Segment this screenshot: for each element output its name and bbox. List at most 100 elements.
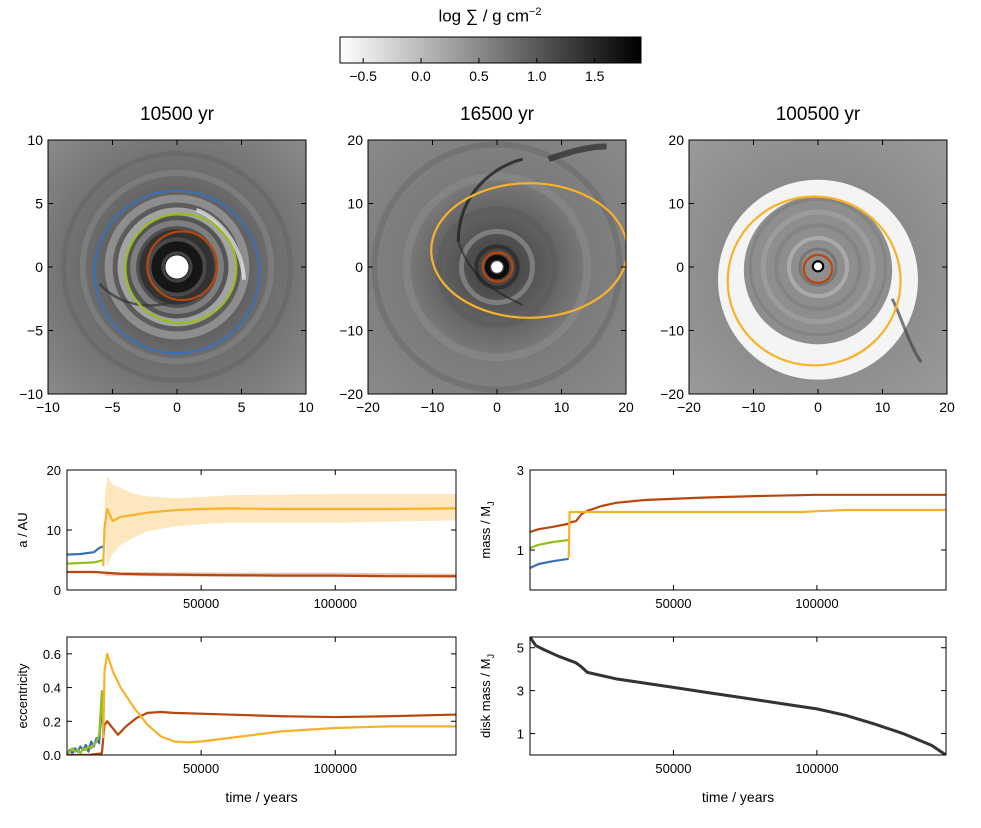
- density-ring: [130, 220, 224, 314]
- y-tick-label: −5: [27, 323, 43, 339]
- series-line: [530, 557, 569, 569]
- spiral-arm: [98, 282, 171, 307]
- x-axis-label: time / years: [702, 789, 774, 805]
- y-tick-label: 10: [27, 132, 43, 148]
- x-tick-label: 0: [173, 399, 181, 415]
- series-line: [567, 508, 946, 559]
- spiral-arm: [457, 241, 524, 306]
- y-tick-label: 5: [35, 196, 43, 212]
- planet-orbit: [93, 189, 261, 355]
- y-tick-label: −10: [660, 323, 684, 339]
- y-tick-label: 0.6: [43, 647, 61, 662]
- density-ring: [459, 229, 535, 305]
- panel-title: 16500 yr: [460, 104, 535, 125]
- density-ring: [774, 223, 862, 311]
- y-axis-label-text: mass / M: [478, 506, 493, 559]
- y-tick-label: 0: [676, 259, 684, 275]
- y-axis-label-subscript: J: [486, 501, 496, 506]
- x-tick-label: −5: [105, 399, 121, 415]
- y-tick-label: 20: [668, 132, 684, 148]
- y-tick-label: 0: [54, 583, 61, 598]
- x-tick-label: 50000: [655, 596, 691, 611]
- density-ring: [748, 197, 888, 337]
- planet-orbit: [811, 260, 825, 273]
- planet-orbit: [430, 182, 626, 319]
- density-ring: [474, 244, 520, 290]
- x-tick-label: −10: [421, 399, 445, 415]
- colorbar-tick-label: 0.5: [469, 68, 489, 84]
- spiral-arm: [456, 157, 524, 242]
- panel-frame: [66, 636, 457, 756]
- plot-area: [67, 476, 456, 578]
- density-ring: [79, 169, 275, 365]
- density-ring: [484, 254, 510, 280]
- y-tick-label: 1: [517, 543, 524, 558]
- y-tick-label: 3: [517, 463, 524, 478]
- planet-orbit: [726, 195, 902, 367]
- density-ring: [798, 247, 838, 287]
- spiral-arm: [547, 143, 607, 162]
- density-ring: [760, 209, 876, 325]
- y-tick-label: 1: [517, 727, 524, 742]
- density-ring: [151, 241, 203, 293]
- panel-frame: [529, 636, 947, 756]
- y-tick-label: −20: [660, 386, 684, 402]
- y-tick-label: 0.4: [43, 681, 61, 696]
- plot-area: [530, 493, 946, 569]
- x-tick-label: 100000: [314, 761, 357, 776]
- x-tick-label: −10: [742, 399, 766, 415]
- planet-orbit: [481, 251, 514, 283]
- x-tick-label: 100000: [795, 596, 838, 611]
- x-tick-label: 0: [814, 399, 822, 415]
- x-tick-label: 10: [554, 399, 570, 415]
- planet-orbit: [124, 212, 238, 324]
- y-tick-label: 0: [355, 259, 363, 275]
- spiral-arm: [195, 207, 247, 280]
- colorbar-tick-label: −0.5: [349, 68, 377, 84]
- panel-title: 10500 yr: [140, 104, 215, 125]
- x-tick-label: 50000: [655, 761, 691, 776]
- y-tick-label: 5: [517, 641, 524, 656]
- central-hole: [165, 255, 189, 279]
- density-ring: [60, 150, 294, 384]
- y-axis-label: mass / MJ: [478, 501, 496, 558]
- y-tick-label: 3: [517, 684, 524, 699]
- colorbar-tick-label: 1.0: [527, 68, 547, 84]
- y-axis-label-subscript: J: [486, 654, 496, 659]
- series-line: [530, 637, 946, 755]
- series-line: [530, 538, 569, 550]
- y-axis-label: a / AU: [15, 512, 30, 547]
- y-tick-label: 20: [347, 132, 363, 148]
- x-tick-label: 100000: [314, 596, 357, 611]
- y-tick-label: 10: [347, 196, 363, 212]
- x-tick-label: 20: [939, 399, 955, 415]
- y-tick-label: 0.0: [43, 748, 61, 763]
- planet-orbit: [146, 230, 219, 302]
- y-axis-label-text: eccentricity: [15, 663, 30, 729]
- x-axis-label: time / years: [225, 789, 297, 805]
- y-tick-label: 20: [47, 463, 61, 478]
- y-axis-label-text: a / AU: [15, 512, 30, 547]
- y-tick-label: 0: [35, 259, 43, 275]
- y-tick-label: −20: [339, 386, 363, 402]
- x-tick-label: −20: [356, 399, 380, 415]
- series-line: [102, 652, 456, 744]
- spiral-arm: [890, 298, 923, 364]
- x-tick-label: 50000: [183, 596, 219, 611]
- colorbar: [339, 36, 642, 64]
- central-hole: [491, 261, 503, 273]
- x-tick-label: 10: [875, 399, 891, 415]
- y-axis-label: eccentricity: [15, 663, 30, 729]
- uncertainty-band: [104, 476, 456, 566]
- y-tick-label: −10: [339, 323, 363, 339]
- series-line: [102, 507, 456, 567]
- series-line: [67, 545, 104, 556]
- density-ring: [435, 205, 559, 329]
- x-tick-label: 20: [618, 399, 634, 415]
- density-ring: [402, 172, 592, 362]
- colorbar-label: log ∑ / g cm: [438, 6, 529, 26]
- series-line: [67, 570, 456, 578]
- x-tick-label: 0: [493, 399, 501, 415]
- y-axis-label: disk mass / MJ: [478, 654, 496, 738]
